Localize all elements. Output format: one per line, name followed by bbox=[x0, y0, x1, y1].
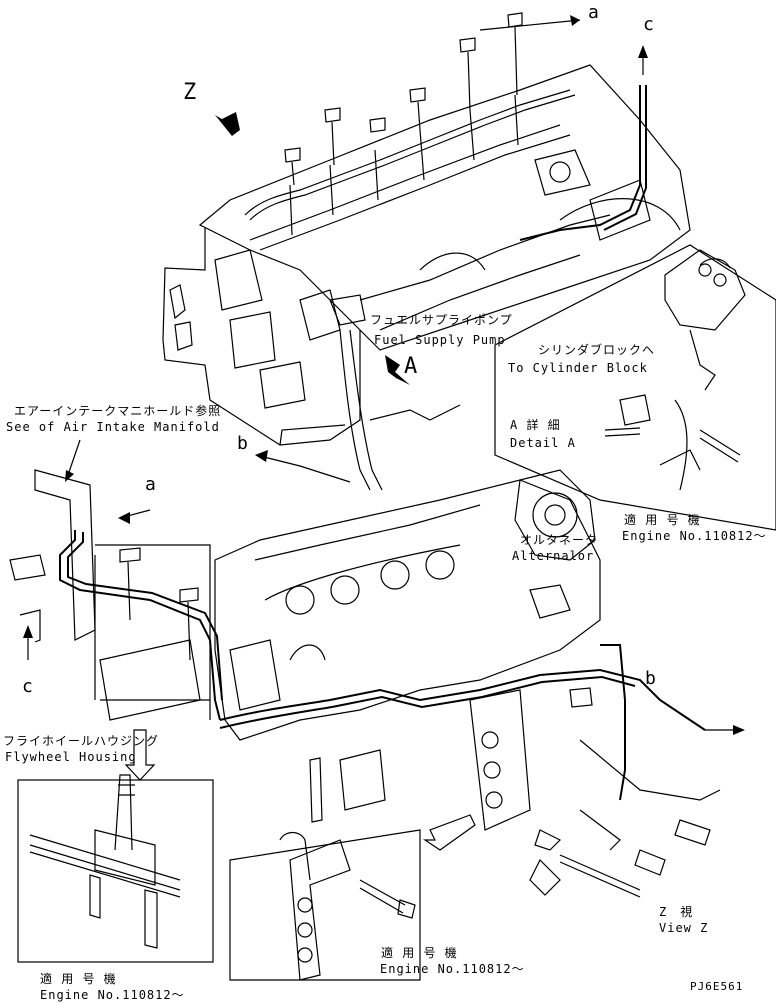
ref-a-left: a bbox=[145, 474, 156, 495]
upper-engine-block bbox=[162, 12, 691, 491]
bottom-center-detail-box bbox=[229, 814, 476, 981]
flywheel-jp: フライホイールハウジング bbox=[3, 734, 160, 748]
bottom-left-detail-box bbox=[17, 774, 214, 963]
flywheel-en: Flywheel Housing bbox=[5, 750, 137, 764]
ref-detail-a: A bbox=[404, 354, 418, 379]
flywheel-arrow bbox=[124, 729, 156, 781]
engine-no-right-jp: 適 用 号 機 bbox=[624, 513, 701, 527]
to-block-jp: シリンダブロックへ bbox=[538, 343, 656, 357]
view-z-en: View Z bbox=[659, 921, 709, 935]
ref-c-left: c bbox=[22, 676, 33, 697]
view-z-jp: Z 視 bbox=[659, 905, 694, 919]
z-view-arrow bbox=[220, 112, 240, 130]
ref-c-top: c bbox=[643, 14, 654, 35]
ref-a-top: a bbox=[588, 2, 599, 23]
upper-arrows bbox=[215, 15, 648, 483]
ref-b-mid: b bbox=[237, 433, 248, 454]
left-bracket bbox=[9, 439, 211, 721]
air-intake-jp: エアーインテークマニホールド参照 bbox=[14, 404, 222, 418]
engine-no-right-en: Engine No.110812〜 bbox=[622, 529, 767, 543]
air-intake-en: See of Air Intake Manifold bbox=[6, 420, 220, 434]
detail-a-jp: A 詳 細 bbox=[510, 418, 561, 432]
lower-engine-block bbox=[59, 469, 745, 801]
to-block-en: To Cylinder Block bbox=[508, 361, 648, 375]
detail-a-box bbox=[494, 244, 776, 531]
top-bolts bbox=[284, 12, 523, 186]
engine-no-center-en: Engine No.110812〜 bbox=[380, 962, 525, 976]
alternator-jp: オルタネータ bbox=[520, 533, 599, 547]
fuel-pump-en: Fuel Supply Pump bbox=[374, 333, 506, 347]
engine-no-left-jp: 適 用 号 機 bbox=[40, 972, 117, 986]
ref-z: Z bbox=[183, 80, 197, 105]
engine-no-left-en: Engine No.110812〜 bbox=[40, 988, 185, 1002]
detail-a-en: Detail A bbox=[510, 436, 576, 450]
lower-center-bracket bbox=[309, 687, 711, 898]
part-code: PJ6E561 bbox=[690, 980, 744, 993]
alternator-en: Alternalor bbox=[512, 549, 595, 563]
ref-b-right: b bbox=[645, 668, 656, 689]
fuel-pump-jp: フュエルサプライポンプ bbox=[370, 313, 513, 327]
engine-no-center-jp: 適 用 号 機 bbox=[381, 946, 458, 960]
